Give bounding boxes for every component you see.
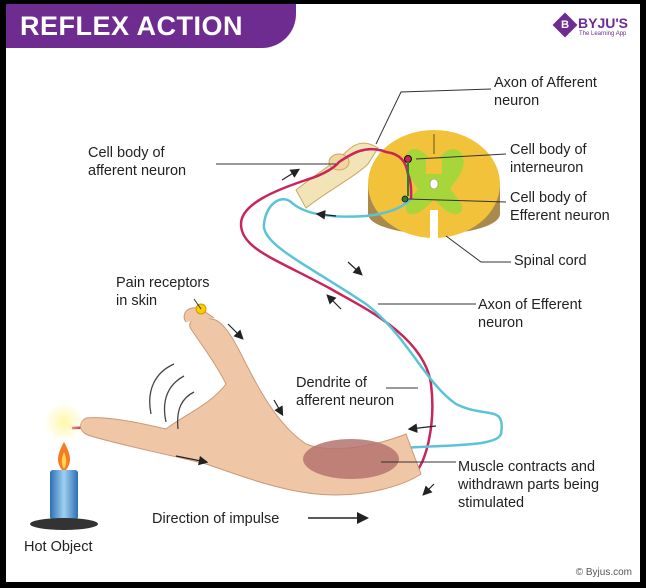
logo-name: BYJU'S: [578, 15, 629, 31]
logo-mark: B: [552, 12, 578, 38]
label-direction-impulse: Direction of impulse: [152, 511, 280, 527]
muscle: [303, 439, 399, 479]
copyright: © Byjus.com: [575, 567, 632, 578]
leader-spinal-cord: [445, 235, 511, 263]
leader-axon-afferent: [375, 88, 492, 145]
label-pain-receptors: Pain receptors in skin: [116, 275, 210, 309]
label-dendrite-afferent: Dendrite of afferent neuron: [296, 375, 395, 409]
impulse-arrow: [422, 483, 435, 496]
label-cell-body-afferent: Cell body of afferent neuron: [88, 145, 187, 179]
label-axon-afferent: Axon of Afferent neuron: [494, 75, 597, 109]
motion-line: [149, 363, 175, 415]
spinal-cord: [368, 130, 500, 238]
impulse-arrow: [347, 261, 363, 276]
impulse-arrow: [273, 399, 284, 417]
label-spinal-cord: Spinal cord: [514, 253, 587, 269]
impulse-arrow: [326, 294, 342, 310]
motion-line: [176, 391, 195, 430]
logo-tagline: The Learning App: [579, 31, 627, 37]
interneuron-body: [404, 155, 412, 163]
label-cell-body-interneuron: Cell body of interneuron: [510, 142, 587, 176]
motion-line: [163, 375, 185, 423]
label-muscle-contracts: Muscle contracts and withdrawn parts bei…: [458, 459, 600, 511]
byjus-logo: B BYJU'S The Learning App: [552, 12, 634, 44]
impulse-arrow: [315, 210, 337, 220]
reflex-arc-illustration: [30, 88, 511, 530]
page-title: REFLEX ACTION: [20, 11, 244, 41]
title-banner: REFLEX ACTION: [6, 4, 296, 48]
dorsal-root: [295, 142, 379, 209]
leader-efferent-body: [407, 198, 507, 203]
leader-interneuron: [415, 153, 507, 160]
candle: [30, 402, 98, 530]
arm: [80, 307, 422, 496]
impulse-arrow: [227, 323, 244, 340]
efferent-neuron-path: [262, 198, 504, 475]
label-axon-efferent: Axon of Efferent neuron: [478, 297, 582, 331]
label-hot-object: Hot Object: [24, 539, 93, 555]
leader-pain: [193, 298, 202, 310]
label-cell-body-efferent: Cell body of Efferent neuron: [510, 190, 610, 224]
impulse-arrow: [281, 168, 301, 181]
efferent-cell-body: [401, 195, 409, 203]
diagram-canvas: REFLEX ACTION B BYJU'S The Learning App …: [6, 4, 640, 582]
impulse-arrow: [175, 455, 209, 466]
impulse-arrow: [407, 423, 437, 433]
